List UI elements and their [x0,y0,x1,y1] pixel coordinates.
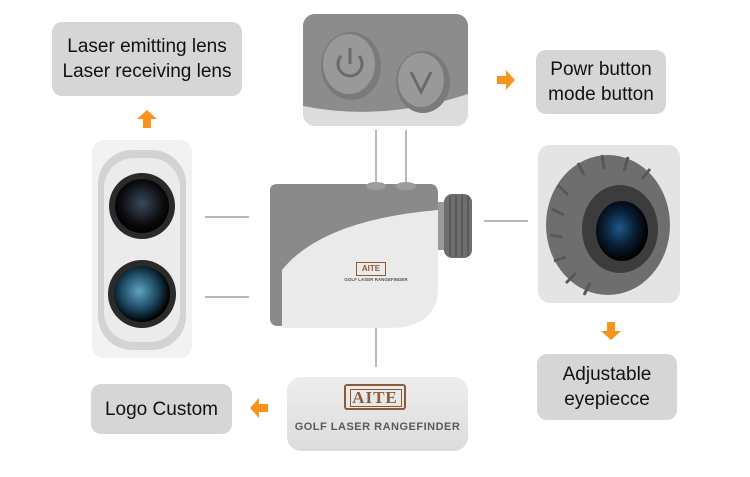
brand-logo: AITE [344,384,406,410]
label-buttons-line-2: mode button [548,84,654,105]
label-buttons: Powr button mode button [536,50,666,114]
label-lens: Laser emitting lens Laser receiving lens [52,22,242,96]
label-logo: Logo Custom [91,384,232,434]
label-logo-line-1: Logo Custom [104,398,218,420]
label-lens-line-1: Laser emitting lens [67,36,227,57]
lens-photo [92,140,192,358]
power-icon [336,48,364,78]
mode-icon [409,71,433,96]
logo-closeup: AITE GOLF LASER RANGEFINDER [287,377,468,451]
device-subtitle: GOLF LASER RANGEFINDER [294,421,461,433]
label-buttons-line-1: Powr button [550,59,652,80]
receiving-lens-icon [114,266,170,322]
label-eyepiece: Adjustable eyepiecce [537,354,677,420]
label-eyepiece-line-2: eyepiecce [564,389,650,410]
connector-lens-bottom [205,296,249,298]
device-logo-small: AITE [356,262,386,276]
label-eyepiece-line-1: Adjustable [562,364,652,385]
label-lens-line-2: Laser receiving lens [62,61,232,82]
device-subtitle-small: GOLF LASER RANGEFINDER [344,277,408,282]
arrow-down-icon [601,322,621,340]
arrow-right-icon [497,70,515,90]
connector-button-2 [405,130,407,182]
connector-logo [375,315,377,367]
buttons-photo [303,14,468,126]
connector-eyepiece [484,220,528,222]
connector-lens-top [205,216,249,218]
rangefinder-device: AITE GOLF LASER RANGEFINDER [262,180,478,330]
arrow-up-icon [137,110,157,128]
brand-logo-text: AITE [352,388,398,407]
arrow-left-icon [250,398,268,418]
emitting-lens-icon [115,179,169,233]
connector-button-1 [375,130,377,182]
eyepiece-photo [538,145,680,303]
